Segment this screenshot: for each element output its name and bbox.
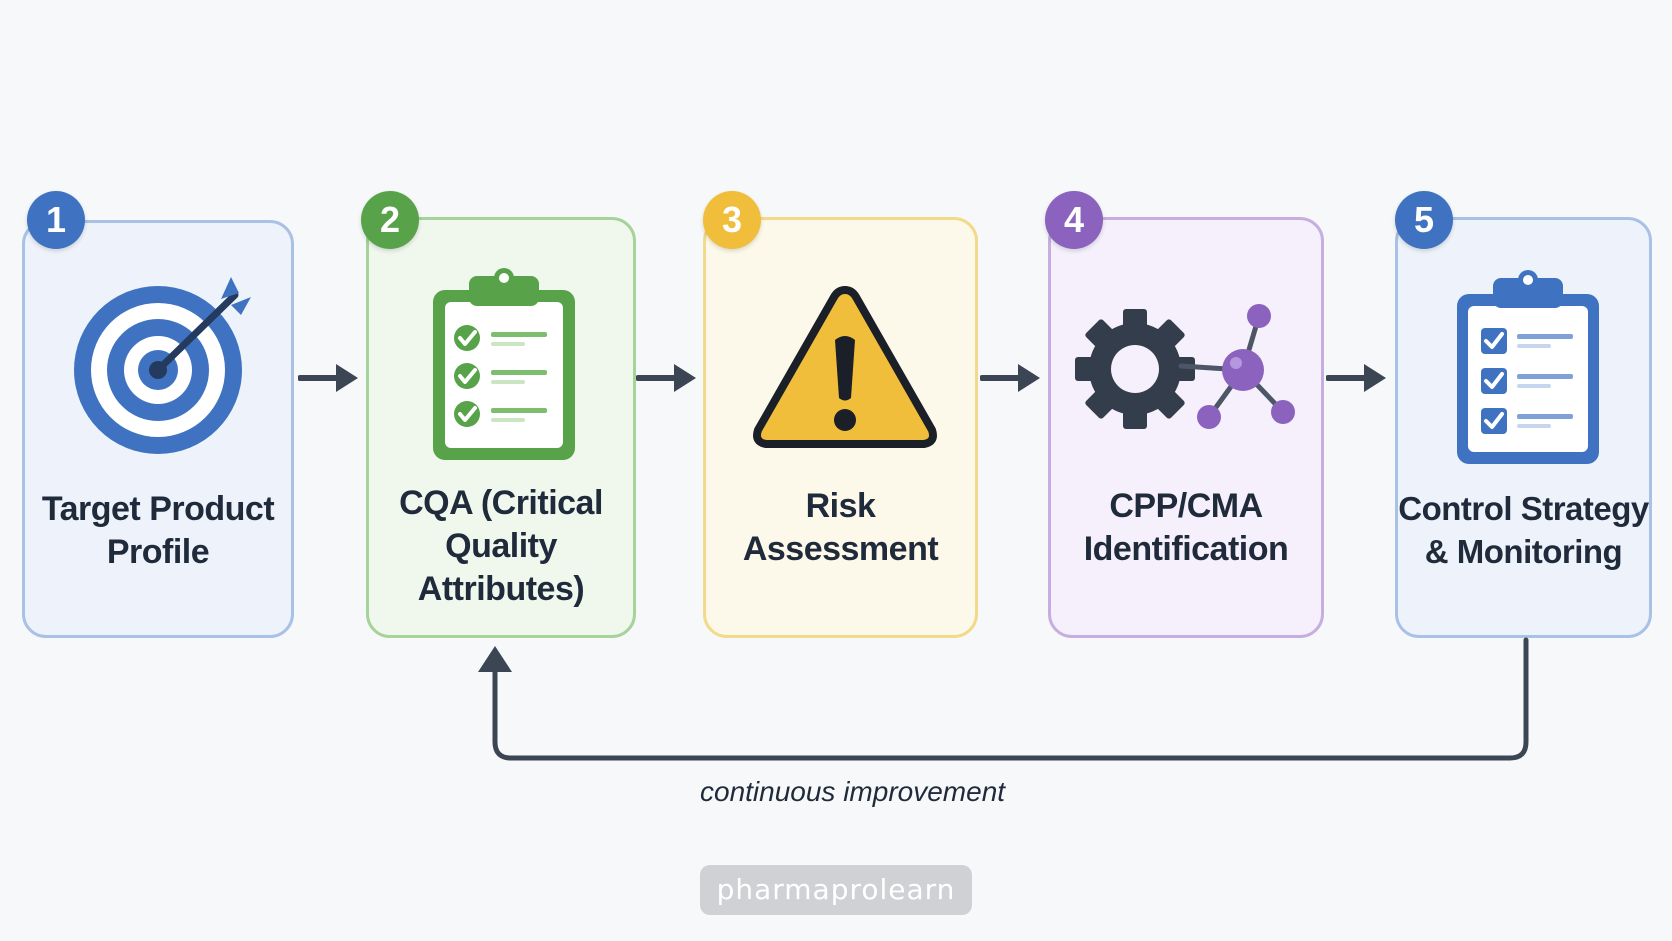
gear-molecule-icon <box>1075 302 1315 447</box>
step-title-line: CQA (Critical <box>399 484 603 522</box>
arrow-2-to-3 <box>636 364 696 392</box>
target-icon <box>73 275 253 460</box>
step-number-badge: 3 <box>703 191 761 249</box>
arrow-1-to-2 <box>298 364 358 392</box>
arrow-4-to-5 <box>1326 364 1386 392</box>
watermark: pharmaprolearn <box>700 865 972 915</box>
step-card-control-strategy: Control Strategy & Monitoring <box>1395 217 1652 638</box>
step-title-line: Risk <box>805 487 876 525</box>
clipboard-checkbox-icon <box>1453 264 1603 473</box>
step-number-badge: 2 <box>361 191 419 249</box>
step-card-risk-assessment: Risk Assessment <box>703 217 978 638</box>
step-title-line: Assessment <box>742 530 939 568</box>
step-number-badge: 4 <box>1045 191 1103 249</box>
step-title-line: Quality <box>445 527 557 565</box>
warning-icon <box>750 282 940 457</box>
step-title-line: CPP/CMA <box>1109 487 1263 525</box>
step-title-line: Profile <box>106 533 210 571</box>
step-number-badge: 1 <box>27 191 85 249</box>
step-title-line: & Monitoring <box>1424 533 1623 570</box>
step-title-line: Attributes) <box>417 570 585 608</box>
step-card-cqa: CQA (Critical Quality Attributes) <box>366 217 636 638</box>
arrow-3-to-4 <box>980 364 1040 392</box>
step-card-target-product-profile: Target Product Profile <box>22 220 294 638</box>
clipboard-checklist-icon <box>429 264 579 469</box>
step-title-line: Control Strategy <box>1398 490 1649 527</box>
step-title-line: Target Product <box>41 490 275 528</box>
step-card-cpp-cma: CPP/CMA Identification <box>1048 217 1324 638</box>
feedback-loop-label: continuous improvement <box>700 776 1006 807</box>
step-title-line: Identification <box>1083 530 1289 568</box>
step-number-badge: 5 <box>1395 191 1453 249</box>
